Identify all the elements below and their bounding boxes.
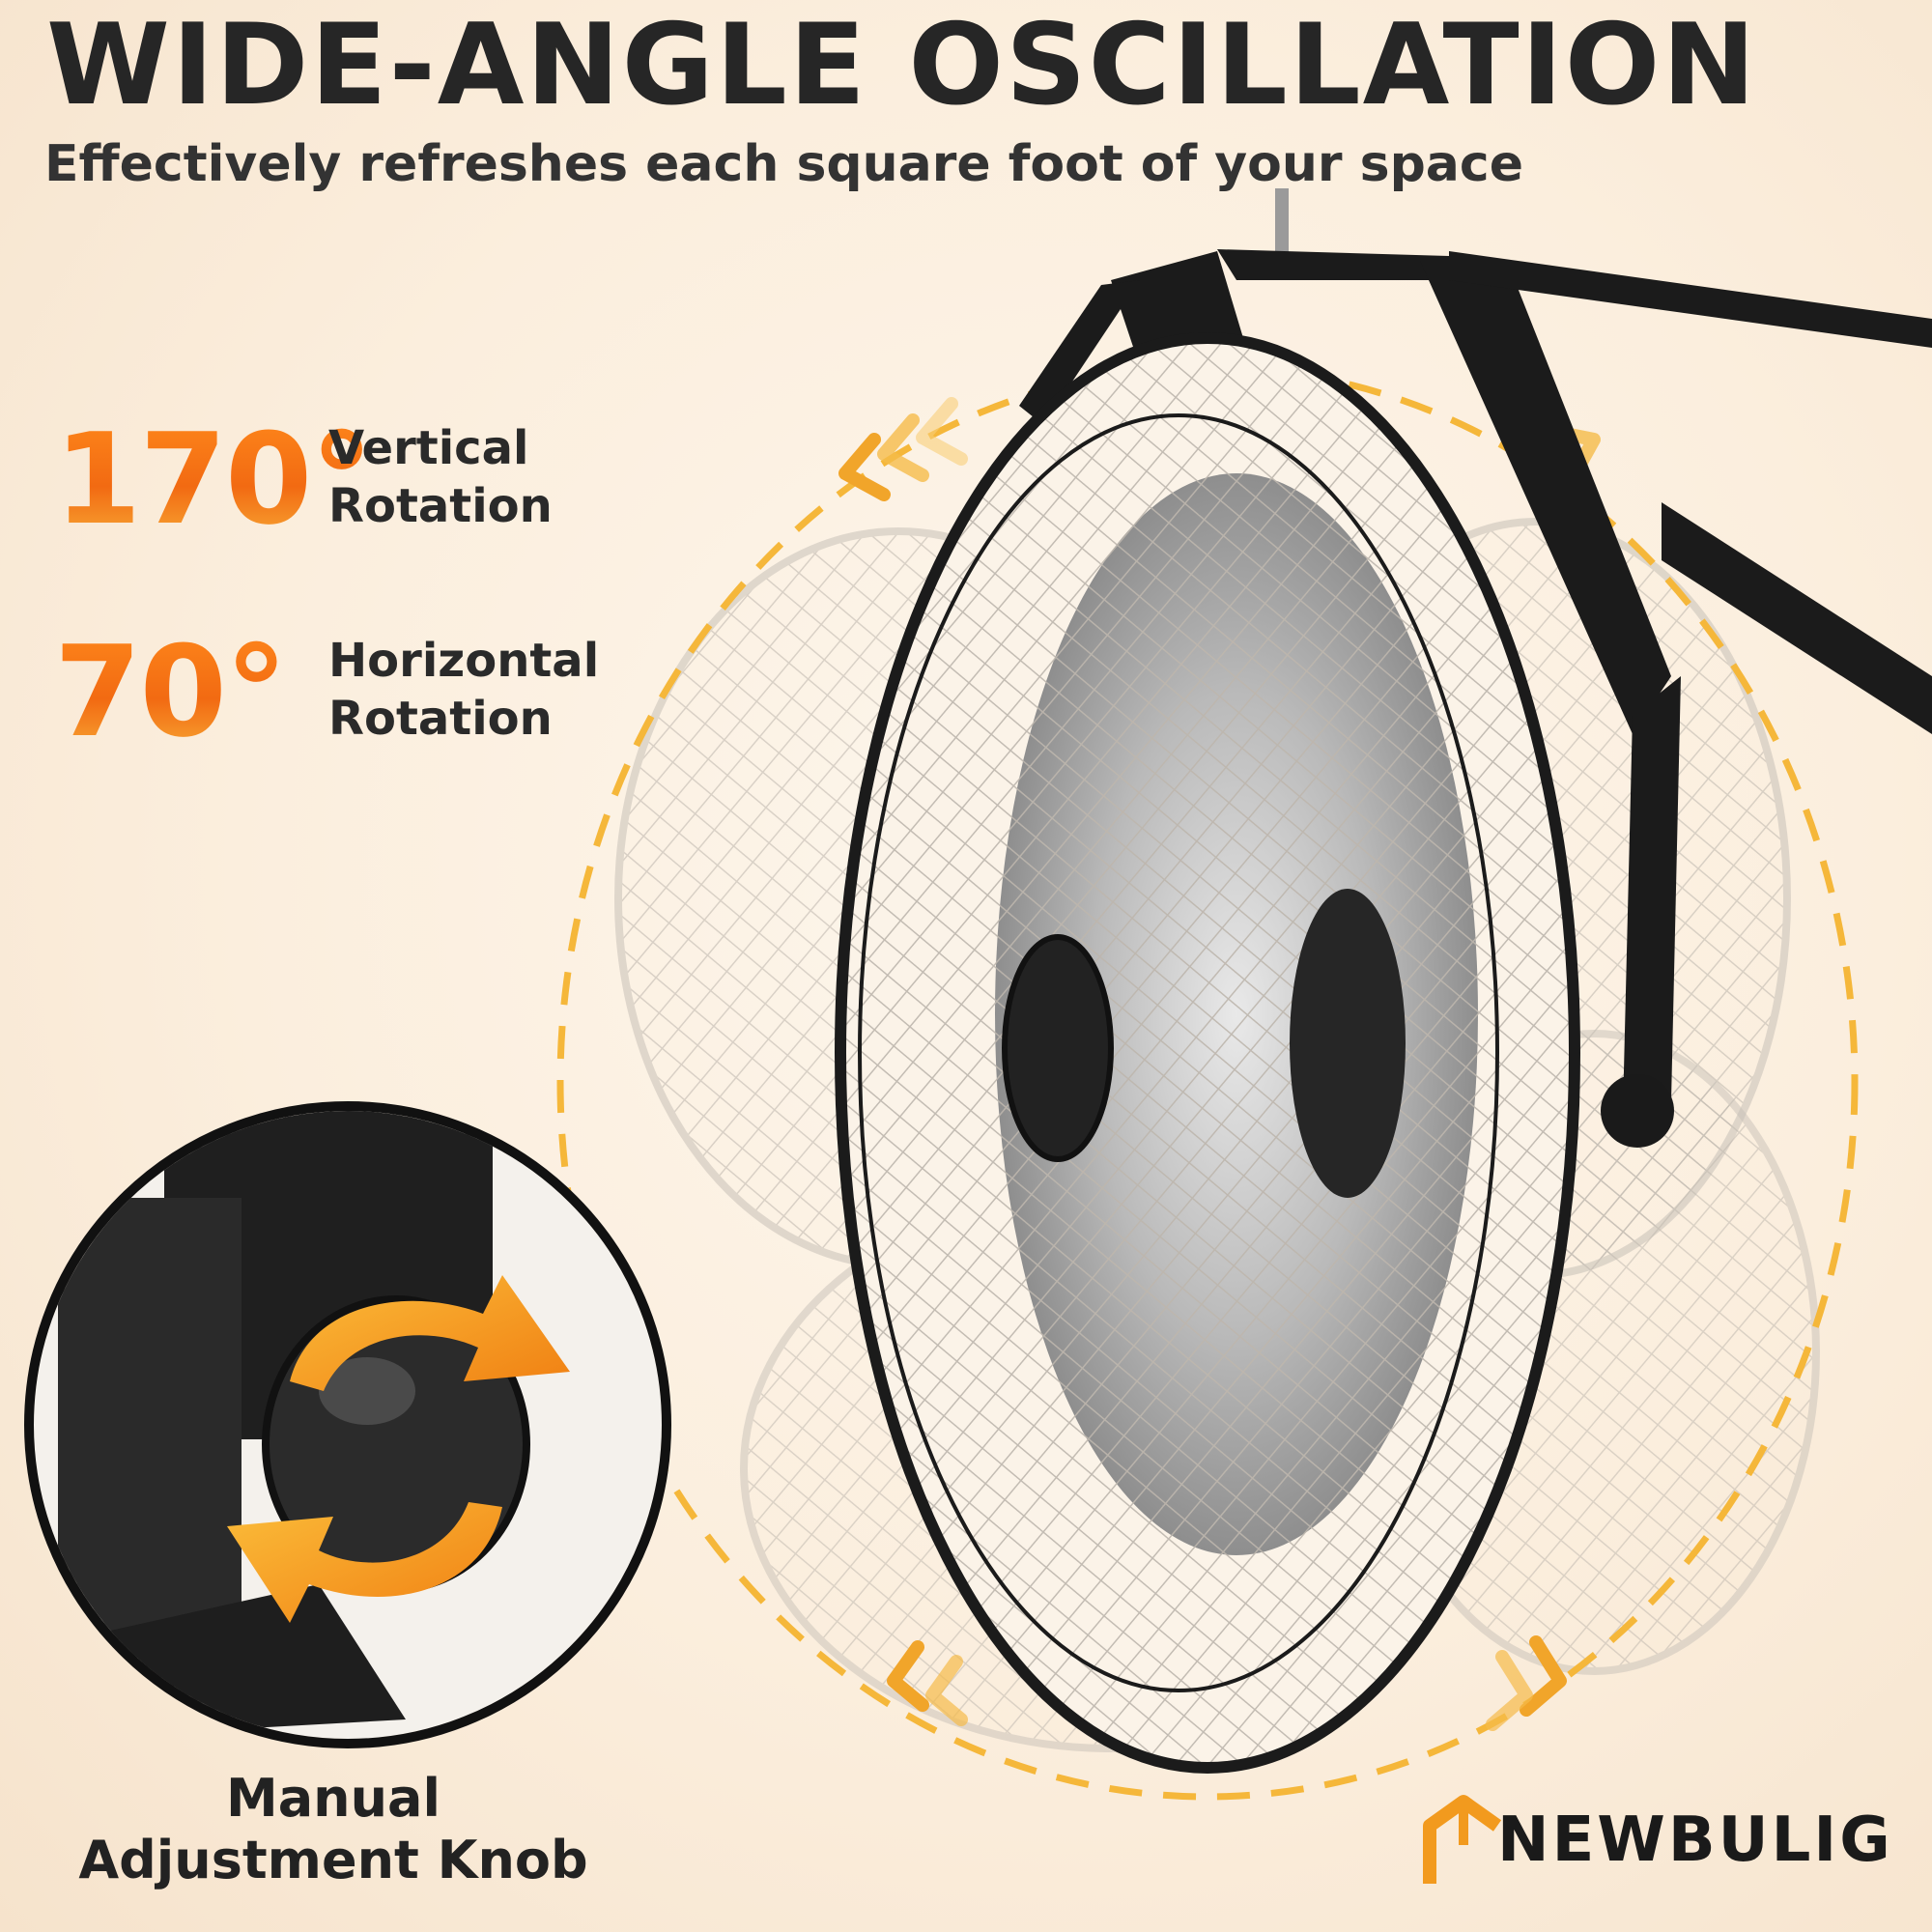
horizontal-rotation-value: 70° [54, 618, 288, 765]
mounting-bracket [1019, 188, 1932, 1111]
vertical-rotation-value: 170° [54, 406, 373, 553]
horizontal-rotation-label-line2: Rotation [328, 692, 553, 746]
knob-caption: Manual Adjustment Knob [39, 1768, 628, 1891]
horizontal-rotation-label: Horizontal Rotation [328, 632, 599, 748]
main-fan [835, 332, 1674, 1774]
knob-caption-line2: Adjustment Knob [78, 1830, 588, 1890]
brand-name: NEWBULIG [1497, 1804, 1893, 1876]
rotation-arrows-icon [227, 1275, 570, 1623]
knob-inset [24, 1101, 671, 1748]
vertical-rotation-label-line2: Rotation [328, 479, 553, 533]
brand-logo-icon [1423, 1795, 1502, 1884]
subheadline: Effectively refreshes each square foot o… [44, 135, 1523, 193]
vertical-rotation-label-line1: Vertical [328, 421, 529, 475]
brand-logo: NEWBULIG [1420, 1787, 1903, 1893]
knob-caption-line1: Manual [225, 1768, 440, 1829]
vertical-rotation-label: Vertical Rotation [328, 419, 553, 535]
headline: WIDE-ANGLE OSCILLATION [46, 0, 1758, 130]
horizontal-rotation-label-line1: Horizontal [328, 634, 600, 688]
